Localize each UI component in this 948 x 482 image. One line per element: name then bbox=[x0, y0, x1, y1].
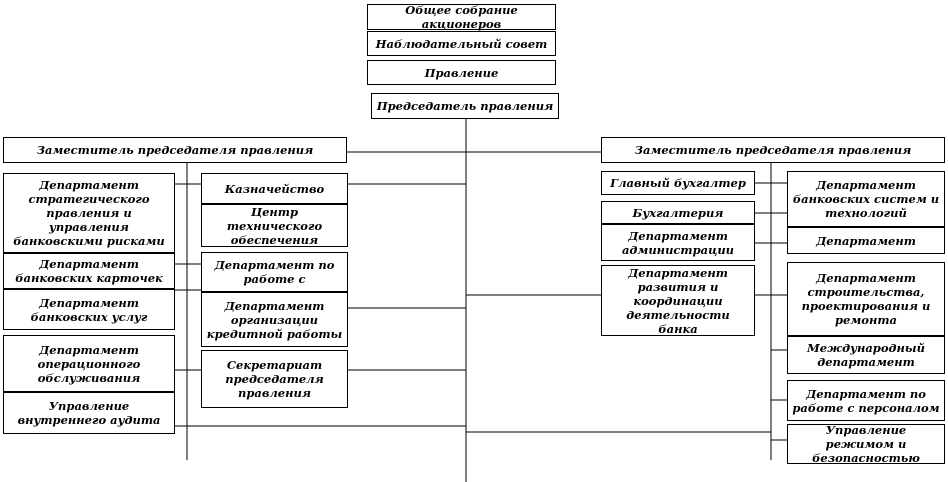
node-label: Департамент банковских систем и технолог… bbox=[792, 178, 940, 220]
node-dept-development: Департамент развития и координации деяте… bbox=[601, 265, 755, 336]
node-treasury: Казначейство bbox=[201, 173, 348, 204]
node-internal-audit: Управление внутреннего аудита bbox=[3, 392, 175, 434]
node-label: Департамент администрации bbox=[621, 228, 735, 257]
node-chief-accountant: Главный бухгалтер bbox=[601, 171, 755, 195]
node-dept-work-with: Департамент по работе с bbox=[201, 252, 348, 292]
node-dept-strategic: Департамент стратегического правления и … bbox=[3, 173, 175, 253]
node-dept-generic: Департамент bbox=[787, 227, 945, 254]
node-dept-credit: Департамент организации кредитной работы bbox=[201, 292, 348, 347]
node-label: Бухгалтерия bbox=[632, 205, 724, 220]
node-label: Департамент по работе с персоналом bbox=[792, 386, 940, 415]
node-label: Управление режимом и безопасностью bbox=[812, 423, 920, 465]
node-accounting: Бухгалтерия bbox=[601, 201, 755, 224]
node-dept-personnel: Департамент по работе с персоналом bbox=[787, 380, 945, 421]
node-chairman: Председатель правления bbox=[371, 93, 559, 119]
node-board: Правление bbox=[367, 60, 556, 85]
node-security: Управление режимом и безопасностью bbox=[787, 423, 945, 465]
node-label: Наблюдательный совет bbox=[375, 36, 548, 51]
node-label: Казначейство bbox=[224, 181, 325, 196]
node-general-meeting: Общее собрание акционеров bbox=[367, 3, 556, 31]
node-label: Департамент стратегического правления и … bbox=[13, 178, 165, 248]
node-supervisory-board: Наблюдательный совет bbox=[367, 31, 556, 56]
node-label: Центр технического обеспечения bbox=[226, 204, 323, 247]
node-label: Правление bbox=[424, 65, 499, 80]
node-dept-international: Международный департамент bbox=[787, 336, 945, 374]
node-label: Общее собрание акционеров bbox=[405, 3, 518, 31]
node-dept-bank-services: Департамент банковских услуг bbox=[3, 289, 175, 330]
node-label: Заместитель председателя правления bbox=[36, 143, 314, 157]
node-dept-cards: Департамент банковских карточек bbox=[3, 253, 175, 289]
node-dept-operations: Департамент операционного обслуживания bbox=[3, 335, 175, 392]
node-dept-administration: Департамент администрации bbox=[601, 224, 755, 261]
node-label: Департамент организации кредитной работы bbox=[206, 298, 343, 341]
node-label: Департамент bbox=[816, 233, 916, 248]
node-label: Департамент банковских услуг bbox=[30, 295, 148, 324]
node-label: Департамент операционного обслуживания bbox=[37, 342, 141, 385]
node-dept-bank-systems: Департамент банковских систем и технолог… bbox=[787, 171, 945, 227]
node-dept-construction: Департамент строительства, проектировани… bbox=[787, 262, 945, 336]
node-tech-support-center: Центр технического обеспечения bbox=[201, 204, 348, 247]
node-secretariat: Секретариат председателя правления bbox=[201, 350, 348, 408]
node-label: Департамент банковских карточек bbox=[15, 257, 163, 285]
node-label: Секретариат председателя правления bbox=[225, 358, 324, 400]
node-label: Департамент развития и координации деяте… bbox=[626, 265, 730, 336]
node-label: Главный бухгалтер bbox=[610, 176, 746, 190]
node-label: Международный департамент bbox=[807, 341, 925, 369]
node-label: Управление внутреннего аудита bbox=[17, 399, 161, 427]
node-label: Департамент по работе с bbox=[214, 258, 335, 286]
node-deputy-left: Заместитель председателя правления bbox=[3, 137, 347, 163]
node-label: Заместитель председателя правления bbox=[634, 143, 912, 157]
node-label: Департамент строительства, проектировани… bbox=[801, 271, 931, 327]
node-deputy-right: Заместитель председателя правления bbox=[601, 137, 945, 163]
node-label: Председатель правления bbox=[376, 99, 554, 113]
